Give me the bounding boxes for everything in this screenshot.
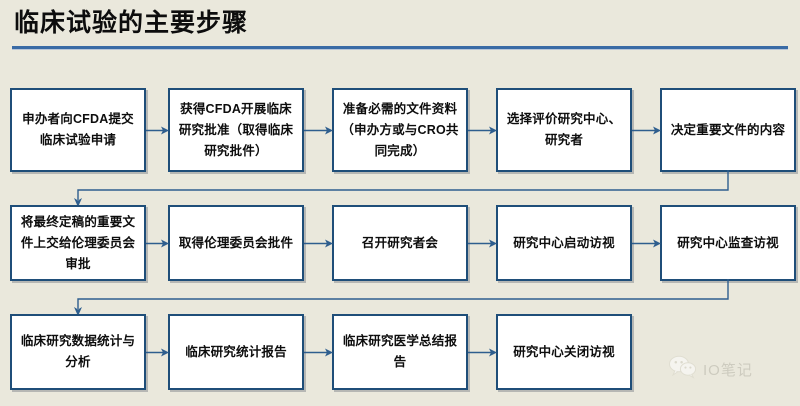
connector-row2-to-row3 xyxy=(60,279,740,317)
flow-step-10[interactable]: 研究中心监查访视 xyxy=(660,205,796,281)
flow-step-label: 临床研究医学总结报告 xyxy=(342,334,458,369)
flow-step-4[interactable]: 选择评价研究中心、研究者 xyxy=(496,88,632,172)
watermark-text: IO笔记 xyxy=(703,362,753,379)
flow-step-11[interactable]: 临床研究数据统计与分析 xyxy=(10,314,146,390)
flow-step-label: 研究中心关闭访视 xyxy=(513,344,615,359)
arrow-step4-to-step5 xyxy=(632,124,662,137)
flow-step-label: 取得伦理委员会批件 xyxy=(178,235,294,250)
flow-step-6[interactable]: 将最终定稿的重要文件上交给伦理委员会审批 xyxy=(10,205,146,281)
arrow-step11-to-step12 xyxy=(146,346,170,359)
flow-step-9[interactable]: 研究中心启动访视 xyxy=(496,205,632,281)
flow-step-7[interactable]: 取得伦理委员会批件 xyxy=(168,205,304,281)
wechat-logo-icon xyxy=(668,355,698,384)
arrow-step1-to-step2 xyxy=(146,124,170,137)
flow-step-label: 研究中心监查访视 xyxy=(677,235,779,250)
arrow-step3-to-step4 xyxy=(468,124,498,137)
flow-step-1[interactable]: 申办者向CFDA提交临床试验申请 xyxy=(10,88,146,172)
flow-step-8[interactable]: 召开研究者会 xyxy=(332,205,468,281)
flow-step-3[interactable]: 准备必需的文件资料（申办方或与CRO共同完成） xyxy=(332,88,468,172)
watermark: IO笔记 xyxy=(668,355,753,384)
flow-step-2[interactable]: 获得CFDA开展临床研究批准（取得临床研究批件） xyxy=(168,88,304,172)
arrow-step13-to-step14 xyxy=(468,346,498,359)
flow-step-label: 申办者向CFDA提交临床试验申请 xyxy=(22,112,134,147)
title-divider xyxy=(12,46,788,49)
flow-step-13[interactable]: 临床研究医学总结报告 xyxy=(332,314,468,390)
arrow-step12-to-step13 xyxy=(304,346,334,359)
arrow-step7-to-step8 xyxy=(304,237,334,250)
arrow-step9-to-step10 xyxy=(632,237,662,250)
flow-step-label: 获得CFDA开展临床研究批准（取得临床研究批件） xyxy=(178,101,294,158)
flow-step-label: 将最终定稿的重要文件上交给伦理委员会审批 xyxy=(20,214,136,271)
connector-row1-to-row2 xyxy=(60,170,740,208)
arrow-step6-to-step7 xyxy=(146,237,170,250)
flow-step-label: 临床研究统计报告 xyxy=(185,344,287,359)
flow-step-5[interactable]: 决定重要文件的内容 xyxy=(660,88,796,172)
arrow-step2-to-step3 xyxy=(304,124,334,137)
flow-step-label: 选择评价研究中心、研究者 xyxy=(506,112,622,147)
arrow-step8-to-step9 xyxy=(468,237,498,250)
flow-step-label: 准备必需的文件资料（申办方或与CRO共同完成） xyxy=(341,101,459,158)
flow-step-label: 研究中心启动访视 xyxy=(513,235,615,250)
flow-step-label: 决定重要文件的内容 xyxy=(670,122,786,137)
flow-step-label: 召开研究者会 xyxy=(361,235,439,250)
flow-step-14[interactable]: 研究中心关闭访视 xyxy=(496,314,632,390)
flow-step-12[interactable]: 临床研究统计报告 xyxy=(168,314,304,390)
page-title: 临床试验的主要步骤 xyxy=(14,9,249,37)
flow-step-label: 临床研究数据统计与分析 xyxy=(20,334,136,369)
